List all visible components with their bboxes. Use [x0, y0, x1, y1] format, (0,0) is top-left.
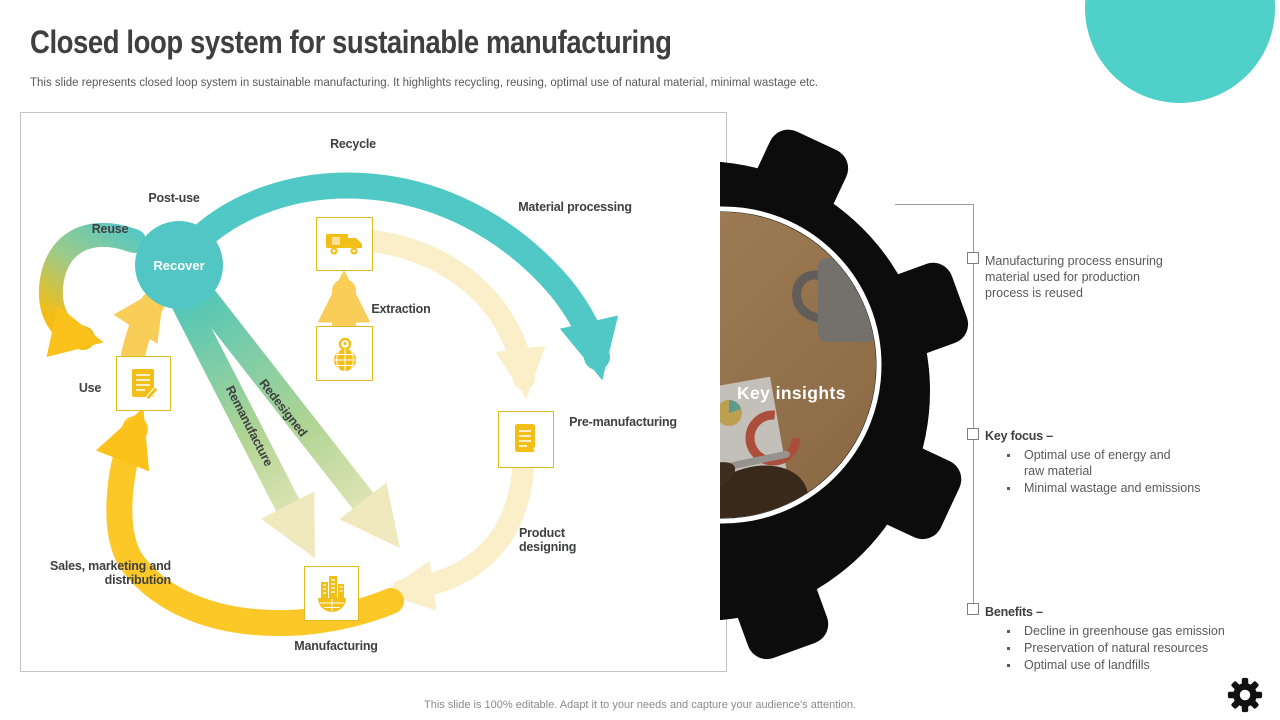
- bullet-text: Minimal wastage and emissions: [1024, 481, 1201, 495]
- use-box: [116, 356, 171, 411]
- callout-marker-2: [967, 428, 979, 440]
- arrow-redesigned: [188, 282, 400, 548]
- bullet-text: Optimal use of energy and raw material: [1024, 448, 1171, 478]
- arrow-remanufacture: [172, 297, 316, 559]
- document-icon: [515, 423, 540, 452]
- bullet-marker: [1007, 630, 1010, 633]
- arrow-reuse-loop: [38, 222, 146, 358]
- gear-graphic: [720, 129, 969, 660]
- callout-marker-1: [967, 252, 979, 264]
- callout-3-bullets: Decline in greenhouse gas emission Prese…: [1007, 623, 1257, 674]
- label-use: Use: [78, 381, 102, 395]
- gear-icon: [1227, 677, 1263, 713]
- bullet-item: Minimal wastage and emissions: [1007, 480, 1217, 496]
- globe-pin-icon: [333, 337, 356, 371]
- truck-icon: [325, 234, 362, 255]
- closed-loop-diagram: Recycle Post-use Reuse Recover Material …: [20, 112, 727, 672]
- label-manufacturing: Manufacturing: [294, 639, 378, 653]
- key-insights-photo: [720, 212, 876, 518]
- callout-2-heading: Key focus –: [985, 429, 1053, 443]
- key-insights-title: Key insights: [737, 383, 846, 403]
- label-reuse: Reuse: [91, 222, 129, 236]
- arrow-use-to-recover: [113, 285, 165, 367]
- callout-2-bullets: Optimal use of energy and raw material M…: [1007, 447, 1217, 497]
- page-title: Closed loop system for sustainable manuf…: [30, 24, 672, 60]
- label-sales-marketing: Sales, marketing and distribution: [49, 559, 171, 588]
- bullet-marker: [1007, 647, 1010, 650]
- footer-note: This slide is 100% editable. Adapt it to…: [424, 699, 856, 711]
- material-processing-box: [316, 217, 373, 271]
- photo-ring: [720, 206, 882, 524]
- arrow-recycle: [180, 172, 619, 381]
- label-material-processing: Material processing: [518, 200, 632, 214]
- arrow-materialprocessing-to-premanufacturing: [362, 230, 546, 400]
- callout-connector-line: [895, 204, 974, 612]
- arrow-premanufacturing-to-manufacturing: [382, 460, 534, 611]
- bullet-item: Decline in greenhouse gas emission: [1007, 623, 1257, 639]
- extraction-source-box: [316, 326, 373, 381]
- document-pencil-icon: [131, 368, 159, 400]
- bullet-marker: [1007, 487, 1010, 490]
- bullet-text: Optimal use of landfills: [1024, 658, 1150, 672]
- label-product-designing: Product designing: [519, 526, 577, 555]
- label-recycle: Recycle: [330, 137, 376, 151]
- bullet-text: Preservation of natural resources: [1024, 641, 1209, 655]
- bullet-marker: [1007, 454, 1010, 457]
- bullet-item: Optimal use of energy and raw material: [1007, 447, 1217, 479]
- callout-marker-3: [967, 603, 979, 615]
- label-extraction: Extraction: [371, 302, 431, 316]
- label-pre-manufacturing: Pre-manufacturing: [569, 415, 677, 429]
- bullet-marker: [1007, 664, 1010, 667]
- label-recover: Recover: [153, 258, 205, 273]
- pre-manufacturing-box: [498, 411, 554, 468]
- bullet-item: Optimal use of landfills: [1007, 657, 1257, 673]
- decorative-teal-circle: [1085, 0, 1275, 103]
- page-subtitle: This slide represents closed loop system…: [30, 77, 819, 89]
- callout-1-text: Manufacturing process ensuring material …: [985, 254, 1163, 300]
- label-post-use: Post-use: [148, 191, 200, 205]
- factory-icon: [317, 575, 346, 612]
- bullet-item: Preservation of natural resources: [1007, 640, 1257, 656]
- recover-circle: [135, 221, 223, 309]
- bullet-text: Decline in greenhouse gas emission: [1024, 624, 1225, 638]
- callout-3-heading: Benefits –: [985, 605, 1043, 619]
- manufacturing-box: [304, 566, 359, 621]
